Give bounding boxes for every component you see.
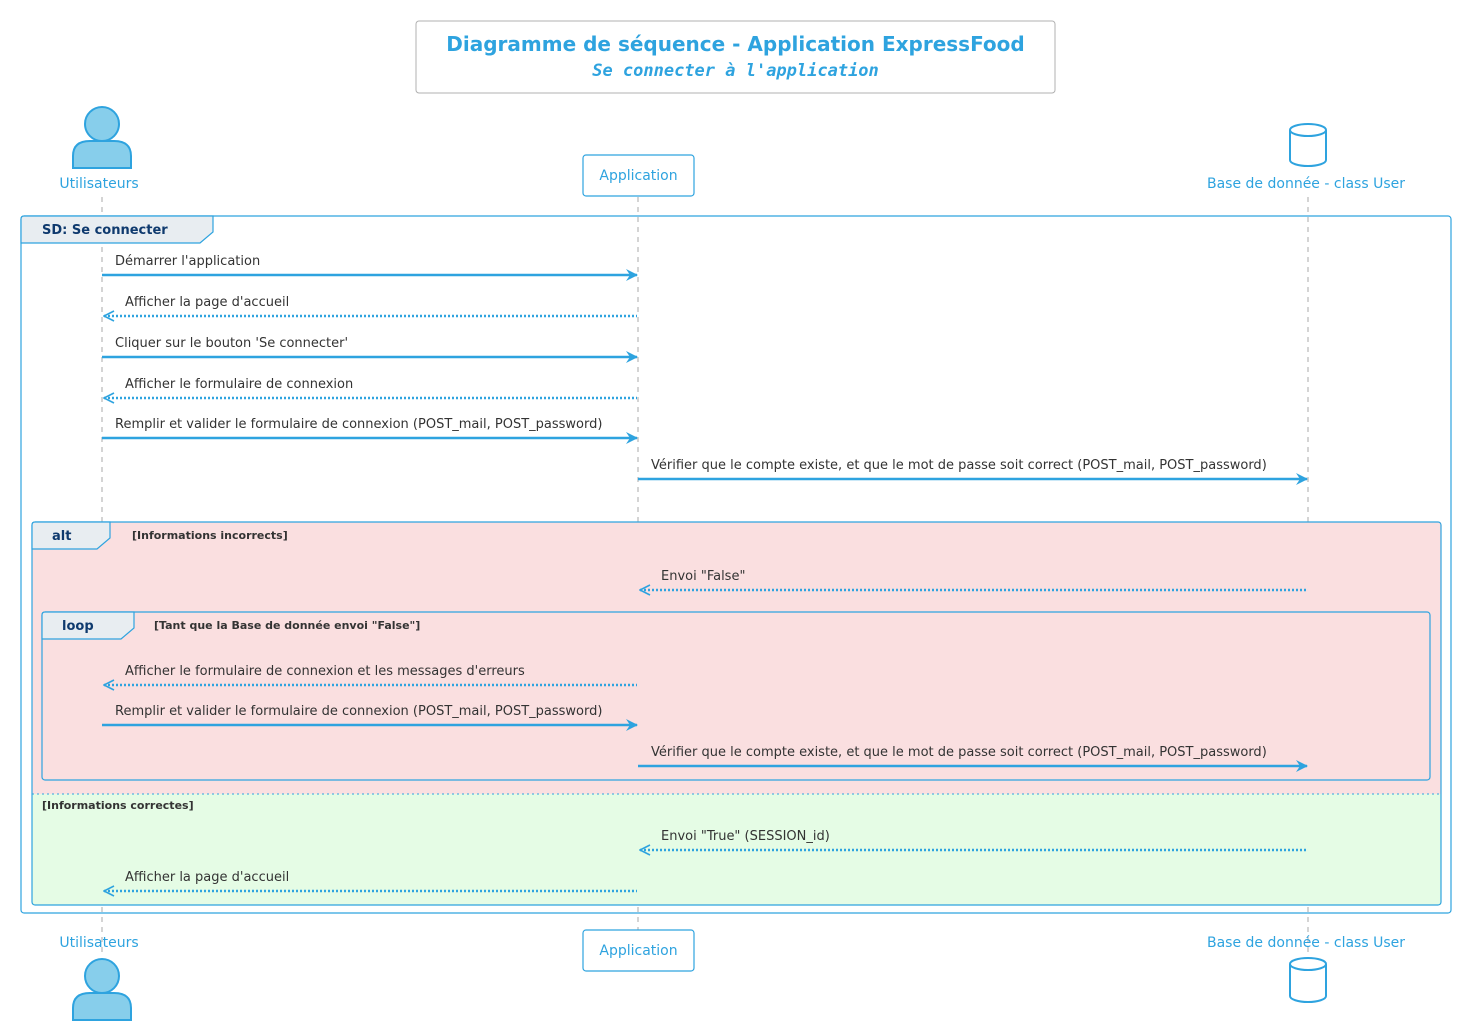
- sd-frame: SD: Se connecter: [20, 215, 1452, 914]
- alt-frame: alt [Informations incorrects] [Informati…: [31, 521, 1442, 906]
- message-label: Remplir et valider le formulaire de conn…: [115, 704, 602, 719]
- message-9: Remplir et valider le formulaire de conn…: [102, 704, 638, 731]
- message-2: Afficher la page d'accueil: [104, 295, 637, 316]
- message-8: Afficher le formulaire de connexion et l…: [104, 664, 637, 685]
- participant-application-bottom: Application: [582, 929, 695, 972]
- message-7: Envoi "False": [640, 569, 1307, 590]
- alt-guard-correct: [Informations correctes]: [42, 799, 194, 812]
- actor-icon: [72, 958, 132, 1021]
- database-icon: [1289, 123, 1327, 167]
- message-4: Afficher le formulaire de connexion: [104, 377, 637, 398]
- message-label: Envoi "False": [661, 569, 745, 584]
- message-label: Afficher la page d'accueil: [125, 870, 289, 885]
- diagram-title-box: Diagramme de séquence - Application Expr…: [415, 20, 1056, 94]
- diagram-title: Diagramme de séquence - Application Expr…: [446, 32, 1024, 56]
- actor-icon: [72, 106, 132, 169]
- participant-label-utilisateurs-bottom: Utilisateurs: [59, 935, 138, 951]
- message-6: Vérifier que le compte existe, et que le…: [638, 458, 1308, 485]
- participant-label-database-bottom: Base de donnée - class User: [1207, 935, 1405, 951]
- participant-label-application: Application: [599, 168, 677, 184]
- loop-guard: [Tant que la Base de donnée envoi "False…: [154, 619, 420, 632]
- participant-application-top: Application: [582, 154, 695, 197]
- message-label: Afficher la page d'accueil: [125, 295, 289, 310]
- database-user-top: Base de donnée - class User: [1207, 123, 1405, 192]
- message-label: Afficher le formulaire de connexion: [125, 377, 353, 392]
- actor-utilisateurs-bottom: Utilisateurs: [59, 935, 139, 1021]
- sd-frame-label: SD: Se connecter: [42, 223, 168, 238]
- message-label: Remplir et valider le formulaire de conn…: [115, 417, 602, 432]
- message-5: Remplir et valider le formulaire de conn…: [102, 417, 638, 444]
- message-12: Afficher la page d'accueil: [104, 870, 637, 891]
- message-label: Afficher le formulaire de connexion et l…: [125, 664, 525, 679]
- database-user-bottom: Base de donnée - class User: [1207, 935, 1405, 1003]
- database-icon: [1289, 957, 1327, 1003]
- alt-section-incorrect: [32, 522, 1441, 794]
- diagram-subtitle: Se connecter à l'application: [592, 61, 879, 81]
- loop-frame: loop [Tant que la Base de donnée envoi "…: [41, 611, 1431, 781]
- message-label: Vérifier que le compte existe, et que le…: [651, 458, 1267, 473]
- participant-label-database: Base de donnée - class User: [1207, 176, 1405, 192]
- actor-utilisateurs-top: Utilisateurs: [59, 106, 139, 192]
- message-label: Cliquer sur le bouton 'Se connecter': [115, 336, 348, 351]
- message-label: Vérifier que le compte existe, et que le…: [651, 745, 1267, 760]
- message-label: Démarrer l'application: [115, 254, 260, 269]
- message-3: Cliquer sur le bouton 'Se connecter': [102, 336, 638, 363]
- participant-label-application-bottom: Application: [599, 943, 677, 959]
- message-1: Démarrer l'application: [102, 254, 638, 281]
- alt-frame-label: alt: [52, 529, 71, 544]
- alt-guard-incorrect: [Informations incorrects]: [132, 529, 288, 542]
- message-10: Vérifier que le compte existe, et que le…: [638, 745, 1308, 772]
- participant-label-utilisateurs: Utilisateurs: [59, 176, 138, 192]
- message-label: Envoi "True" (SESSION_id): [661, 829, 830, 844]
- message-11: Envoi "True" (SESSION_id): [640, 829, 1307, 850]
- loop-frame-label: loop: [62, 619, 94, 634]
